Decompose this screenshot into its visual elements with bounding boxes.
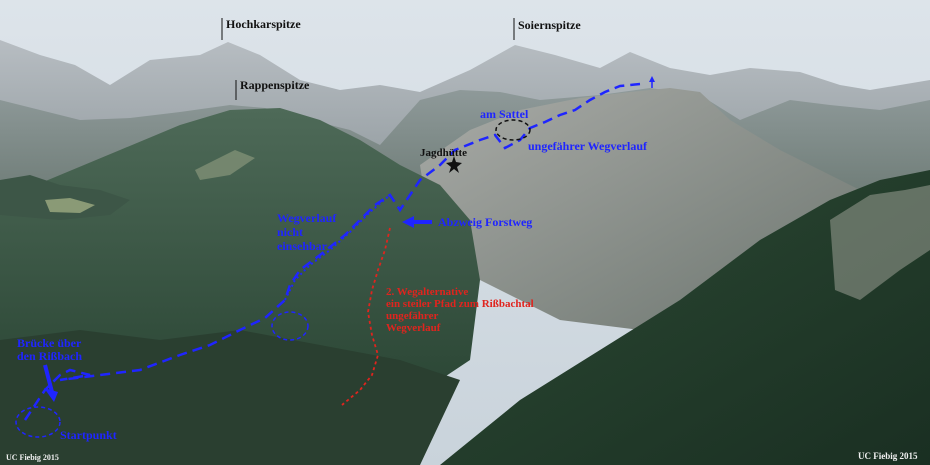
wegverlauf-label: Wegverlauf [277,211,337,225]
alternative-route-line [341,227,391,406]
bruecke-label-2: den Rißbach [17,349,83,363]
rappenspitze-label: Rappenspitze [240,78,310,92]
sattel-marker [495,119,531,141]
abzweig-arrow-head [402,216,414,228]
nicht-label: nicht [277,225,304,239]
ungefaehrer-wegverlauf-label: ungefährer Wegverlauf [528,139,647,153]
credit-left: UC Fiebig 2015 [6,453,59,462]
credit-right: UC Fiebig 2015 [858,451,918,461]
rock-outcrop [830,185,930,300]
bruecke-label-1: Brücke über [17,336,82,350]
summit-arrow-head [649,76,655,82]
meadow-slope [195,150,255,180]
valley-left [0,175,130,220]
soiernspitze-label: Soiernspitze [518,18,581,32]
forest-slope [440,170,930,465]
einsehbar-label: einsehbar [277,239,328,253]
startpunkt-label: Startpunkt [60,428,117,442]
alternative-line-1: 2. Wegalternative [386,286,469,298]
bridge-arrow-head [44,388,58,402]
meadow [45,198,95,213]
main-route-line [23,82,641,421]
bridge-arrow [43,364,54,393]
jagdhuette-label: Jagdhütte [420,147,468,159]
alternative-line-3: ungefährer [386,310,439,322]
alternative-line-4: Wegverlauf [386,322,441,334]
valley-floor [0,330,460,465]
hochkarspitze-label: Hochkarspitze [226,17,301,31]
bridge-marker [271,311,309,341]
abzweig-forstweg-label: Abzweig Forstweg [438,215,533,229]
start-marker [15,406,61,438]
am-sattel-label: am Sattel [480,107,529,121]
star-icon [446,156,462,173]
alternative-line-2: ein steiler Pfad zum Rißbachtal [386,298,534,310]
